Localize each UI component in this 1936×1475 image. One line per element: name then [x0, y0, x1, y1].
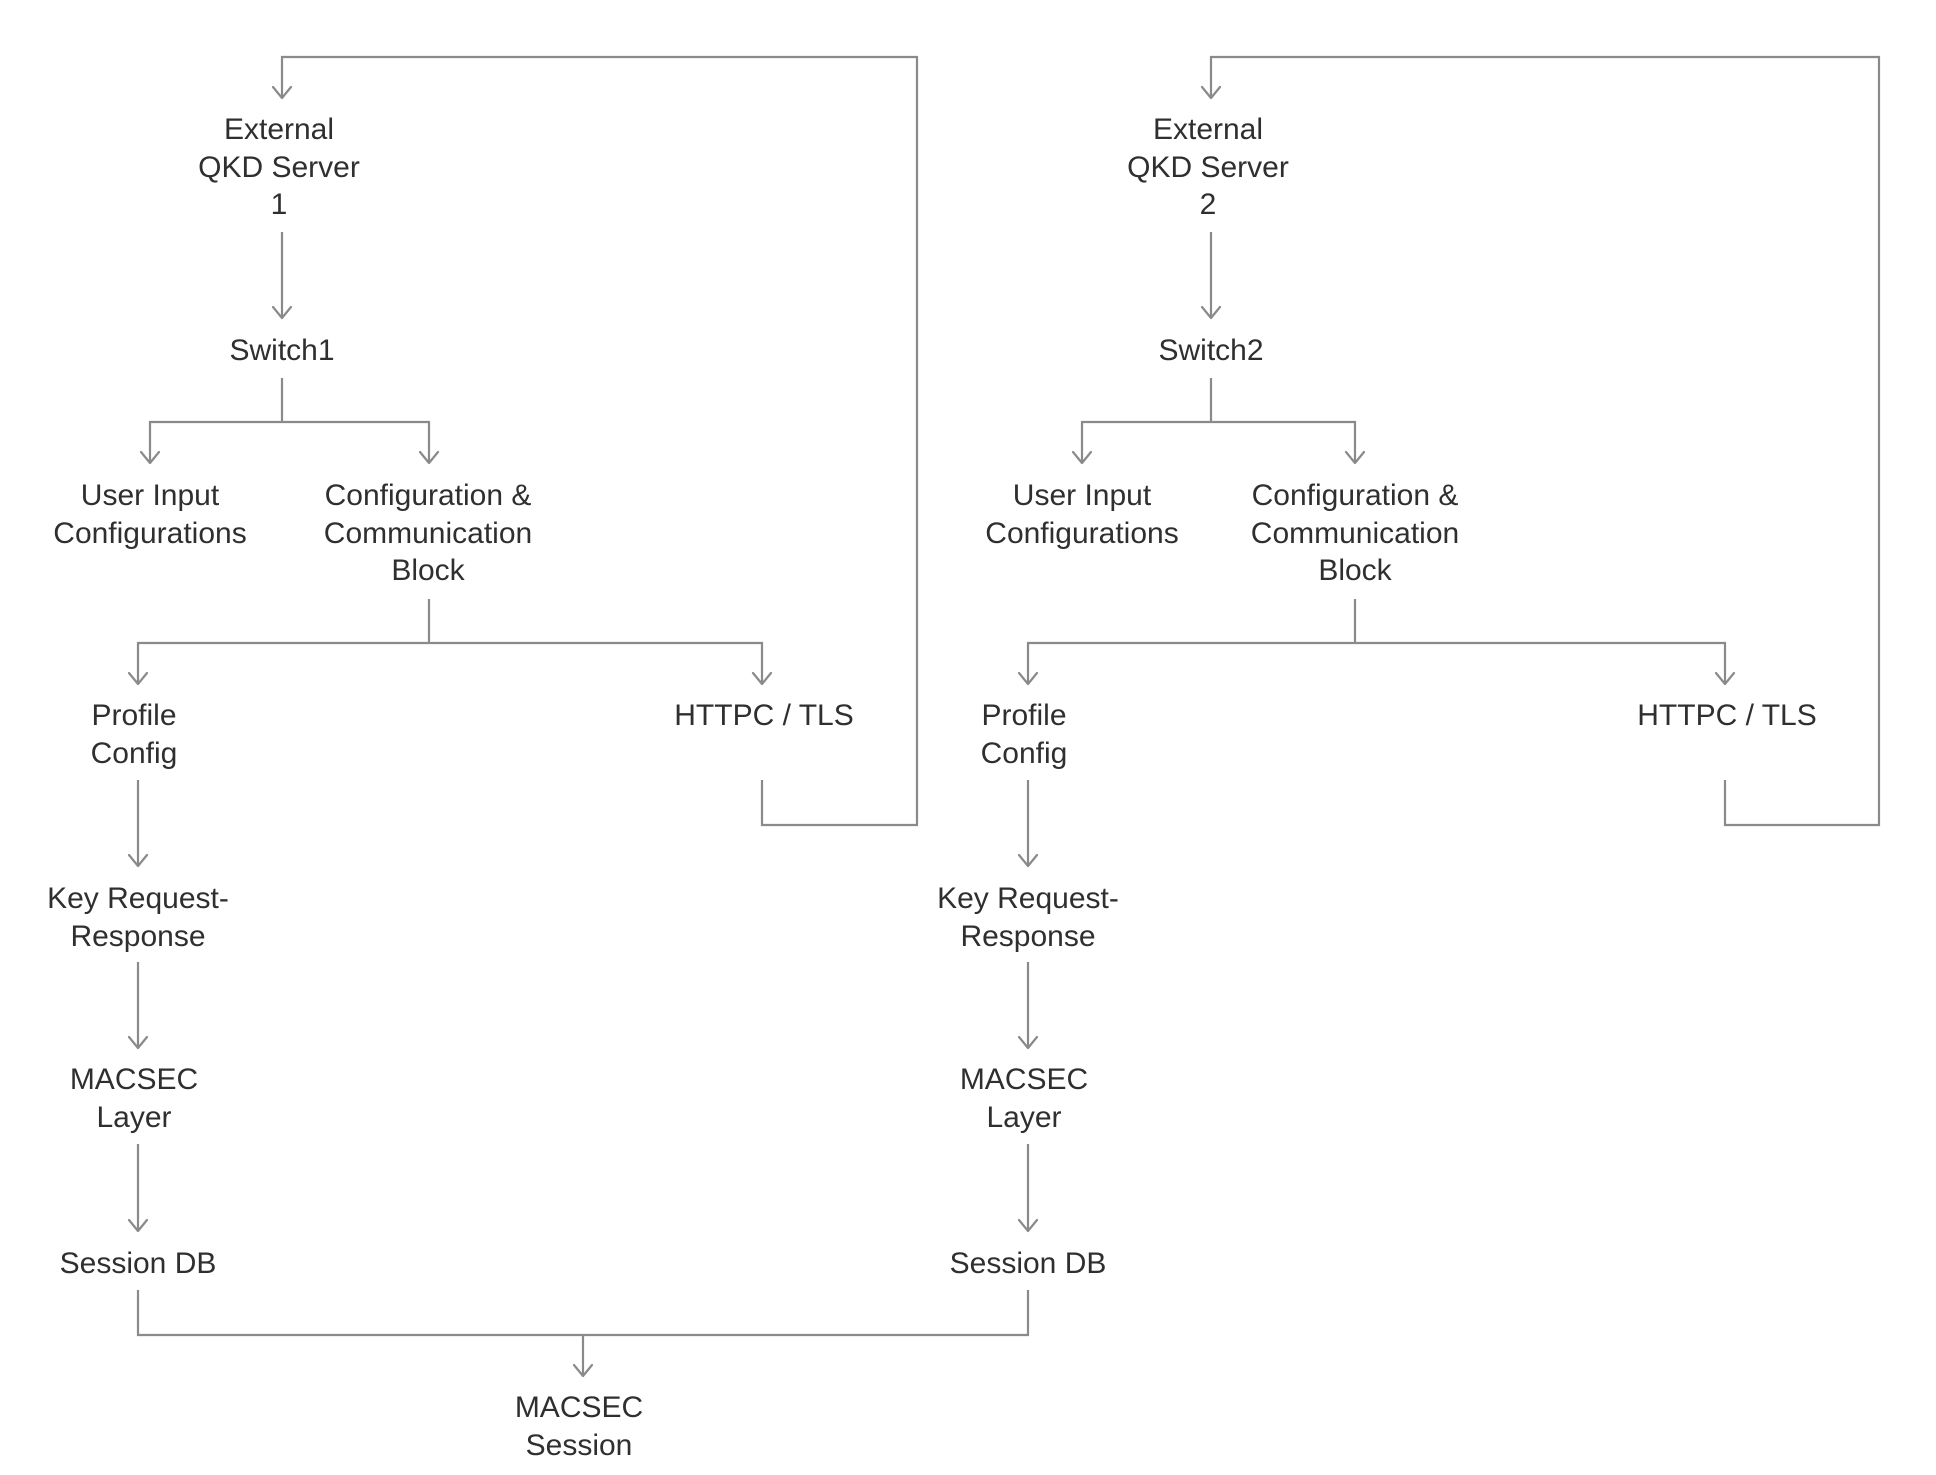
node-session-db-2: Session DB: [949, 1247, 1107, 1280]
node-switch1: Switch1: [229, 334, 335, 367]
node-profile-config-2: Profile Config: [980, 699, 1068, 770]
node-macsec-session: MACSEC Session: [514, 1391, 644, 1462]
node-profile-config-1: Profile Config: [90, 699, 178, 770]
connector-tls1-to-qkd1: [280, 55, 919, 827]
arrowhead-userinput1: [139, 450, 161, 465]
node-key-request-response-1: Key Request- Response: [47, 882, 229, 953]
arrowhead-https1: [751, 671, 773, 686]
node-user-input-configurations-1: User Input Configurations: [53, 479, 247, 550]
node-httpc-tls-2: HTTPC / TLS: [1637, 699, 1817, 732]
arrowhead-qkd1: [271, 85, 293, 100]
arrowhead-macsec-session: [572, 1363, 594, 1378]
arrowhead-userinput2: [1071, 450, 1093, 465]
arrowhead-session2: [1017, 1218, 1039, 1233]
connector-switch2-split: [1080, 378, 1357, 463]
arrowhead-profile1: [127, 671, 149, 686]
node-switch2: Switch2: [1158, 334, 1264, 367]
connector-config2-split: [1026, 599, 1727, 684]
arrowhead-profile2: [1017, 671, 1039, 686]
arrowhead-qkd2: [1200, 85, 1222, 100]
arrowhead-switch1: [271, 305, 293, 320]
arrowhead-switch2: [1200, 305, 1222, 320]
node-configuration-communication-block-2: Configuration & Communication Block: [1250, 479, 1460, 587]
node-external-qkd-server-2: External QKD Server 2: [1127, 113, 1289, 221]
node-macsec-layer-1: MACSEC Layer: [69, 1063, 199, 1134]
arrowhead-config1: [418, 450, 440, 465]
arrowhead-session1: [127, 1218, 149, 1233]
node-macsec-layer-2: MACSEC Layer: [959, 1063, 1089, 1134]
connector-switch1-split: [148, 378, 431, 463]
arrowhead-macsec1: [127, 1035, 149, 1050]
node-httpc-tls-1: HTTPC / TLS: [674, 699, 854, 732]
connector-sessions-merge: [136, 1290, 1030, 1376]
arrowhead-macsec2: [1017, 1035, 1039, 1050]
connector-tls2-to-qkd2: [1209, 55, 1881, 827]
arrowhead-config2: [1344, 450, 1366, 465]
arrowhead-https2: [1714, 671, 1736, 686]
node-key-request-response-2: Key Request- Response: [937, 882, 1119, 953]
connector-config1-split: [136, 599, 764, 684]
node-external-qkd-server-1: External QKD Server 1: [198, 113, 360, 221]
arrowhead-keyreq1: [127, 853, 149, 868]
node-session-db-1: Session DB: [59, 1247, 217, 1280]
arrowhead-keyreq2: [1017, 853, 1039, 868]
node-user-input-configurations-2: User Input Configurations: [985, 479, 1179, 550]
node-configuration-communication-block-1: Configuration & Communication Block: [323, 479, 533, 587]
